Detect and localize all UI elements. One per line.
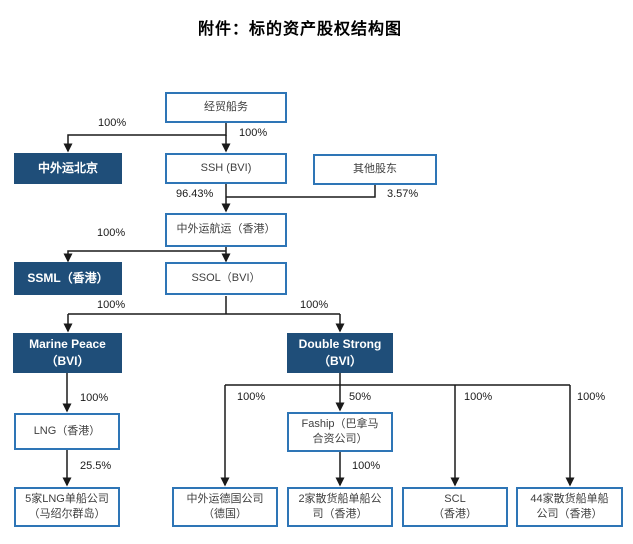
pct-double-faship: 50% [349, 391, 372, 403]
node-label-line1: Double Strong [298, 337, 382, 352]
node-44-bulk-single-ship: 44家散货船单船 公司（香港） [516, 487, 623, 527]
node-label-line2: （马绍尔群岛） [28, 508, 106, 520]
node-scl-hk: SCL （香港） [402, 487, 508, 527]
node-label-line2: （香港） [433, 508, 477, 520]
node-label-line1: 中外运德国公司 [186, 492, 264, 505]
node-label-line2: （BVI） [317, 354, 362, 368]
node-label-line2: （德国） [203, 508, 247, 520]
pct-lng-lng5: 25.5% [80, 460, 112, 472]
pct-double-bulk44: 100% [577, 391, 606, 403]
node-label-line2: 公司（香港） [536, 508, 603, 520]
edge-hangyun-ssml [63, 250, 226, 263]
node-jingmao-chuanwu: 经贸船务 [165, 92, 287, 123]
node-label: 其他股东 [353, 162, 397, 175]
node-label-line1: 44家散货船单船 [530, 492, 609, 505]
node-2-bulk-single-ship: 2家散货船单船公 司（香港） [287, 487, 393, 527]
page-title: 附件：标的资产股权结构图 [197, 21, 402, 38]
node-label-line1: 2家散货船单船公 [298, 492, 382, 505]
edge-jingmao-beijing [63, 123, 227, 153]
node-label-line2: 司（香港） [312, 508, 368, 520]
node-label-line1: Faship（巴拿马 [301, 417, 379, 430]
pct-qita-hangyun: 3.57% [387, 188, 419, 200]
node-label: 经贸船务 [204, 100, 248, 113]
pct-ssh-hangyun: 96.43% [176, 188, 214, 200]
pct-marine-lng: 100% [80, 392, 109, 404]
node-label: 中外运航运（香港） [176, 223, 276, 236]
node-marine-peace-bvi: Marine Peace （BVI） [13, 333, 122, 373]
node-ssh-bvi: SSH (BVI) [165, 153, 287, 184]
node-label-line2: 合资公司） [312, 433, 368, 445]
node-double-strong-bvi: Double Strong （BVI） [287, 333, 393, 373]
pct-hangyun-ssml: 100% [97, 227, 126, 239]
node-ssol-bvi: SSOL（BVI） [165, 262, 287, 295]
node-zhongwaiyun-shipping-hk: 中外运航运（香港） [165, 213, 287, 247]
pct-ssol-marine: 100% [97, 299, 126, 311]
pct-jingmao-ssh: 100% [239, 127, 268, 139]
node-label: SSOL（BVI） [191, 271, 261, 284]
pct-double-germany: 100% [237, 391, 266, 403]
node-label: SSML（香港） [27, 271, 109, 286]
node-label-line1: Marine Peace [29, 337, 106, 352]
node-zhongwaiyun-beijing: 中外运北京 [14, 153, 122, 184]
node-label-line1: SCL [444, 492, 466, 505]
node-lng-hk: LNG（香港） [14, 413, 120, 450]
pct-faship-bulk2: 100% [352, 460, 381, 472]
node-faship-panama: Faship（巴拿马 合资公司） [287, 412, 393, 452]
node-5-lng-single-ship: 5家LNG单船公司 （马绍尔群岛） [14, 487, 120, 527]
pct-ssol-double: 100% [300, 299, 329, 311]
pct-jingmao-beijing: 100% [98, 117, 127, 129]
pct-double-scl: 100% [464, 391, 493, 403]
node-label: LNG（香港） [33, 424, 101, 437]
node-other-shareholders: 其他股东 [313, 154, 437, 185]
node-label: SSH (BVI) [200, 161, 252, 174]
node-ssml-hk: SSML（香港） [14, 262, 122, 295]
node-zhongwaiyun-germany: 中外运德国公司 （德国） [172, 487, 278, 527]
node-label: 中外运北京 [37, 161, 98, 176]
edge-qita-join [226, 185, 376, 198]
node-label-line1: 5家LNG单船公司 [25, 492, 109, 505]
node-label-line2: （BVI） [45, 354, 90, 368]
